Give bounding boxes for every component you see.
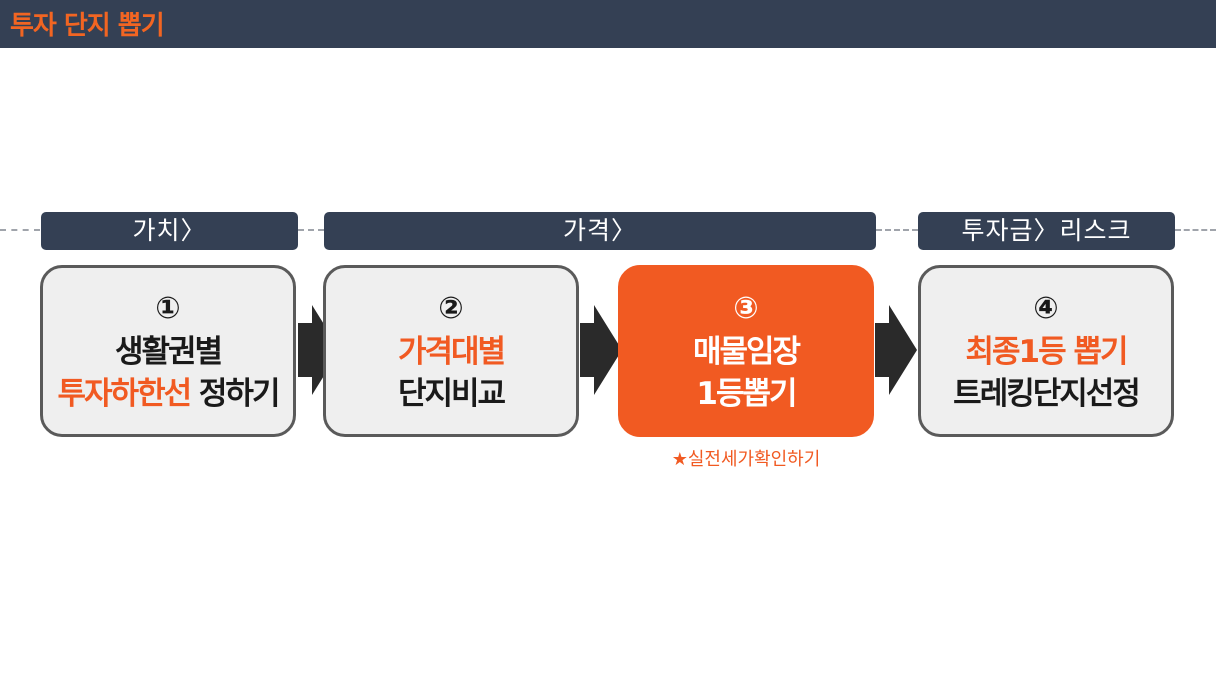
step-number: ②: [438, 291, 464, 326]
step-number: ①: [155, 291, 181, 326]
step-box-3: ③ 매물임장 1등뽑기: [618, 265, 874, 437]
dashed-guide-line: [298, 229, 324, 231]
step-number: ④: [1033, 291, 1059, 326]
step-number: ③: [733, 291, 759, 326]
step-box-1: ① 생활권별 투자하한선 정하기: [40, 265, 296, 437]
dashed-guide-line: [0, 229, 40, 231]
page-title: 투자 단지 뽑기: [10, 11, 165, 41]
step-subtitle-rest: 정하기: [190, 376, 281, 412]
step-highlight: 투자하한선: [57, 376, 193, 412]
right-arrow-icon: [580, 305, 622, 395]
dashed-guide-line: [1175, 229, 1216, 231]
step-subtitle: 단지비교: [397, 376, 506, 412]
step-subtitle: 투자하한선 정하기: [43, 374, 293, 414]
step-subtitle: 트레킹단지선정: [953, 376, 1141, 412]
step-title: 생활권별: [114, 334, 223, 370]
category-label-investment-risk: 투자금〉리스크: [918, 212, 1175, 250]
right-arrow-icon: [875, 305, 917, 395]
step-note: ★실전세가확인하기: [671, 449, 821, 470]
category-label-price: 가격〉: [324, 212, 876, 250]
right-arrow-icon: [298, 305, 340, 395]
step-title: 매물임장: [692, 334, 801, 370]
step-title: 가격대별: [397, 334, 506, 370]
step-subtitle: 1등뽑기: [696, 376, 797, 412]
step-title: 최종1등 뽑기: [965, 334, 1129, 370]
step-box-2: ② 가격대별 단지비교: [323, 265, 579, 437]
header-bar: 투자 단지 뽑기: [0, 0, 1216, 48]
step-box-4: ④ 최종1등 뽑기 트레킹단지선정: [918, 265, 1174, 437]
category-label-value: 가치〉: [41, 212, 298, 250]
dashed-guide-line: [876, 229, 918, 231]
